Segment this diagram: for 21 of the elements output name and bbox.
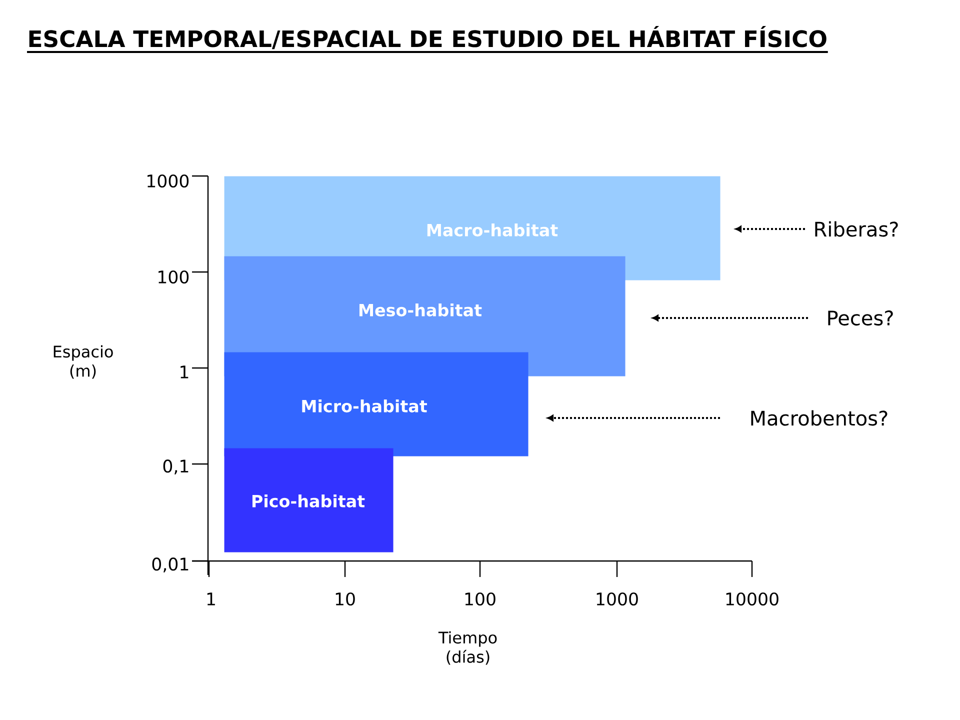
question-text: Peces? [828, 310, 893, 326]
tick-label: 0,1 [163, 460, 188, 474]
tick-label: 1000 [148, 174, 189, 188]
tick-label: 10 [336, 592, 355, 606]
arrow [735, 226, 805, 232]
axis-title: Espacio (m) [54, 345, 113, 379]
question-text: Macrobentos? [751, 410, 888, 426]
tick-label: 100 [465, 592, 496, 606]
axis-title: Tiempo (días) [438, 631, 497, 665]
tick-label: 100 [158, 270, 189, 284]
question-text: Riberas? [815, 221, 898, 237]
arrow [547, 414, 720, 422]
arrow [652, 314, 808, 322]
tick-label: 1 [180, 366, 188, 378]
tick-label: 1 [207, 592, 215, 606]
tick-label: 10000 [726, 592, 778, 606]
title: ESCALA TEMPORAL/ESPACIAL DE ESTUDIO DEL HÁBITAT FÍSICO [29, 26, 826, 50]
habitat-box: Pico-habitat [224, 448, 394, 552]
habitat-box: Micro-habitat [224, 352, 528, 456]
tick-label: 1000 [596, 592, 638, 606]
tick-label: 0,01 [152, 558, 188, 572]
